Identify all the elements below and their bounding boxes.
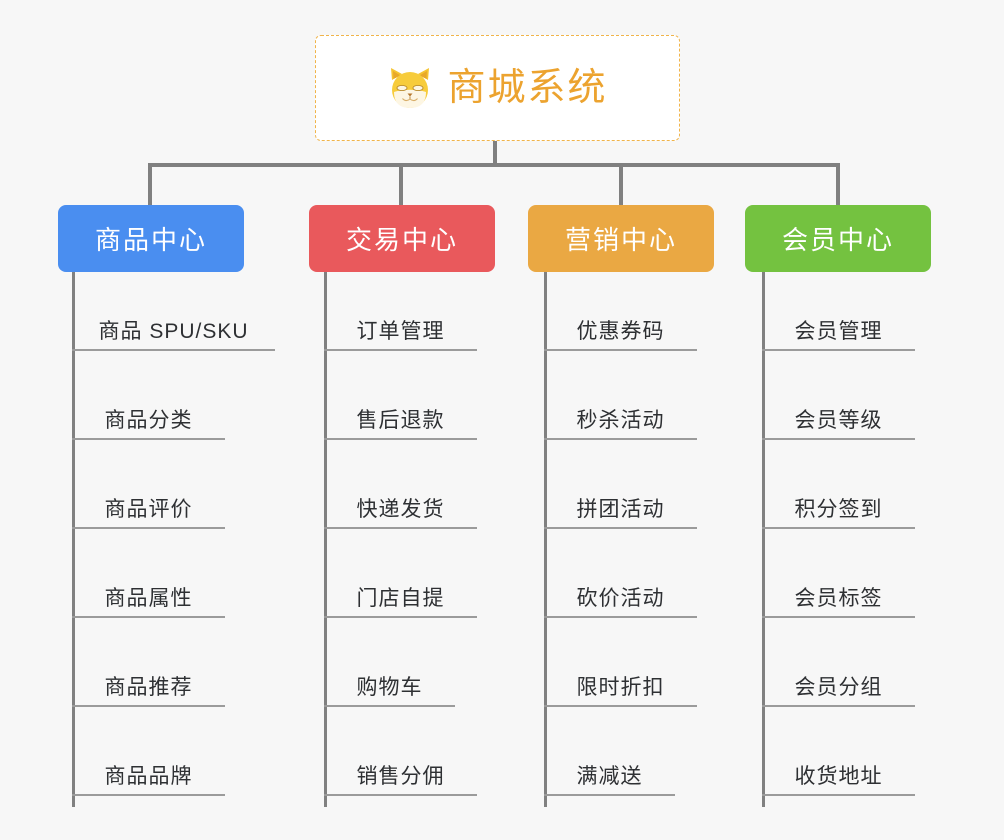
connector-drop-2	[399, 163, 403, 205]
leaf-label: 售后退款	[356, 409, 445, 432]
leaf-item-2-3[interactable]: 砍价活动	[544, 572, 697, 618]
leaf-item-2-1[interactable]: 秒杀活动	[544, 394, 697, 440]
connector-drop-1	[148, 163, 152, 205]
connector-root-vertical	[493, 141, 497, 166]
leaf-item-1-2[interactable]: 快递发货	[324, 483, 477, 529]
leaf-label: 优惠券码	[576, 320, 665, 343]
shiba-dog-icon	[387, 66, 433, 110]
column-spine-3	[762, 272, 765, 807]
leaf-label: 会员标签	[794, 587, 883, 610]
leaf-label: 满减送	[576, 765, 643, 788]
leaf-item-0-1[interactable]: 商品分类	[72, 394, 225, 440]
leaf-label: 秒杀活动	[576, 409, 665, 432]
leaf-label: 商品属性	[104, 587, 193, 610]
leaf-label: 商品 SPU/SKU	[98, 320, 249, 343]
leaf-label: 销售分佣	[356, 765, 445, 788]
connector-horizontal-bar	[150, 163, 840, 167]
category-header-2[interactable]: 营销中心	[528, 205, 714, 272]
root-node-mall-system[interactable]: 商城系统	[315, 35, 680, 141]
leaf-label: 砍价活动	[576, 587, 665, 610]
category-header-1[interactable]: 交易中心	[309, 205, 495, 272]
leaf-item-1-5[interactable]: 销售分佣	[324, 750, 477, 796]
leaf-item-3-3[interactable]: 会员标签	[762, 572, 915, 618]
category-title-1: 交易中心	[345, 225, 458, 255]
category-header-3[interactable]: 会员中心	[745, 205, 931, 272]
page-title: 商城系统	[447, 67, 608, 109]
leaf-item-3-5[interactable]: 收货地址	[762, 750, 915, 796]
leaf-item-1-0[interactable]: 订单管理	[324, 305, 477, 351]
leaf-item-0-5[interactable]: 商品品牌	[72, 750, 225, 796]
category-header-0[interactable]: 商品中心	[58, 205, 244, 272]
category-title-0: 商品中心	[94, 225, 207, 255]
leaf-item-3-0[interactable]: 会员管理	[762, 305, 915, 351]
leaf-label: 拼团活动	[576, 498, 665, 521]
column-spine-1	[324, 272, 327, 807]
leaf-label: 会员等级	[794, 409, 883, 432]
leaf-label: 限时折扣	[576, 676, 665, 699]
leaf-item-0-0[interactable]: 商品 SPU/SKU	[72, 305, 275, 351]
leaf-item-1-4[interactable]: 购物车	[324, 661, 455, 707]
leaf-item-3-2[interactable]: 积分签到	[762, 483, 915, 529]
leaf-item-2-4[interactable]: 限时折扣	[544, 661, 697, 707]
leaf-item-3-1[interactable]: 会员等级	[762, 394, 915, 440]
leaf-item-1-3[interactable]: 门店自提	[324, 572, 477, 618]
leaf-item-0-4[interactable]: 商品推荐	[72, 661, 225, 707]
connector-drop-3	[619, 163, 623, 205]
leaf-label: 商品评价	[104, 498, 193, 521]
connector-drop-4	[836, 163, 840, 205]
leaf-label: 购物车	[356, 676, 423, 699]
leaf-label: 门店自提	[356, 587, 445, 610]
column-spine-0	[72, 272, 75, 807]
column-spine-2	[544, 272, 547, 807]
leaf-item-2-0[interactable]: 优惠券码	[544, 305, 697, 351]
leaf-label: 订单管理	[356, 320, 445, 343]
leaf-label: 商品品牌	[104, 765, 193, 788]
leaf-item-0-3[interactable]: 商品属性	[72, 572, 225, 618]
leaf-label: 会员分组	[794, 676, 883, 699]
leaf-item-3-4[interactable]: 会员分组	[762, 661, 915, 707]
category-title-3: 会员中心	[781, 225, 894, 255]
leaf-label: 会员管理	[794, 320, 883, 343]
leaf-label: 商品分类	[104, 409, 193, 432]
leaf-label: 收货地址	[794, 765, 883, 788]
category-title-2: 营销中心	[564, 225, 677, 255]
leaf-label: 商品推荐	[104, 676, 193, 699]
leaf-item-1-1[interactable]: 售后退款	[324, 394, 477, 440]
leaf-item-2-5[interactable]: 满减送	[544, 750, 675, 796]
leaf-label: 积分签到	[794, 498, 883, 521]
leaf-item-0-2[interactable]: 商品评价	[72, 483, 225, 529]
leaf-label: 快递发货	[356, 498, 445, 521]
leaf-item-2-2[interactable]: 拼团活动	[544, 483, 697, 529]
